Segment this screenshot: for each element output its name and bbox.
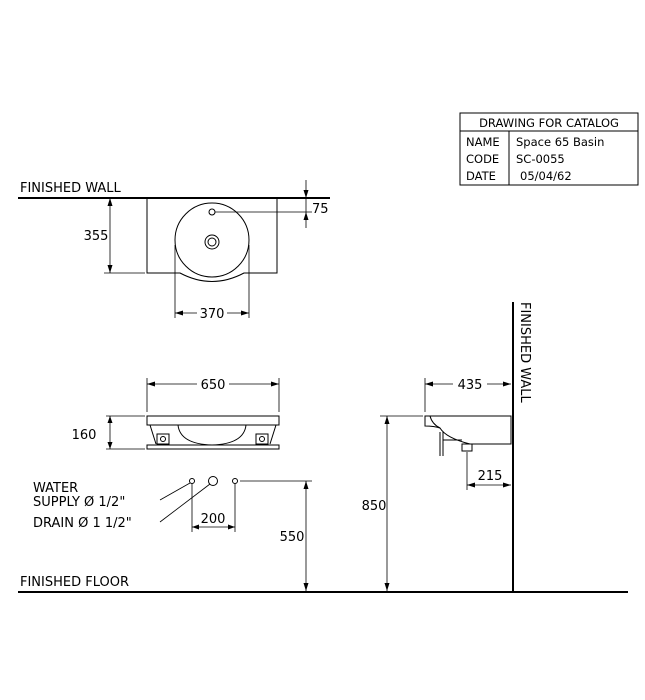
front-view-bowl (177, 424, 247, 446)
bracket-side-icon (461, 443, 473, 452)
side-view-basin (424, 415, 512, 445)
water-supply-left-icon (189, 478, 195, 484)
title-block-code-value: SC-0055 (516, 152, 565, 166)
tap-hole-icon (208, 208, 216, 216)
title-block-name-value: Space 65 Basin (516, 135, 604, 149)
water-supply-label-line2: SUPPLY Ø 1/2" (33, 495, 125, 510)
water-supply-right-icon (232, 478, 238, 484)
bracket-right-icon (255, 433, 269, 445)
side-view: FINISHED WALL 435 850 215 (362, 302, 532, 592)
front-view: 650 160 WATER SUPPLY Ø 1/2" DRAIN Ø 1 1/… (33, 378, 312, 591)
dimension-supply-spacing: 200 (201, 512, 226, 527)
dimension-supply-height: 550 (280, 530, 305, 545)
finished-wall-side-label: FINISHED WALL (517, 302, 532, 404)
title-block-date-value: 05/04/62 (520, 169, 572, 183)
title-block-date-label: DATE (466, 169, 496, 183)
dimension-basin-height: 850 (362, 499, 387, 514)
top-view: FINISHED WALL 355 75 370 (18, 180, 330, 322)
drain-outer-icon (204, 234, 220, 250)
dimension-bowl-width: 370 (200, 307, 225, 322)
water-supply-label-line1: WATER (33, 481, 78, 496)
title-block-code-label: CODE (466, 152, 499, 166)
dimension-front-height: 160 (72, 428, 97, 443)
dimension-side-depth: 435 (458, 378, 483, 393)
front-view-wall-plate (146, 444, 280, 450)
drain-hole-icon (208, 476, 218, 486)
floor: FINISHED FLOOR (18, 575, 628, 593)
drain-label: DRAIN Ø 1 1/2" (33, 516, 132, 531)
finished-floor-label: FINISHED FLOOR (20, 575, 129, 590)
front-view-basin-top (146, 415, 280, 426)
top-view-bowl (174, 202, 250, 278)
title-block-header: DRAWING FOR CATALOG (479, 116, 619, 130)
top-view-basin-outline (146, 198, 278, 282)
title-block: DRAWING FOR CATALOG NAME Space 65 Basin … (459, 112, 639, 186)
drain-inner-icon (207, 237, 217, 247)
title-block-name-label: NAME (466, 135, 500, 149)
dimension-tap-offset: 75 (312, 202, 329, 217)
dimension-drain-offset: 215 (478, 469, 503, 484)
bracket-left-icon (156, 433, 170, 445)
finished-wall-top-label: FINISHED WALL (20, 181, 122, 196)
dimension-front-width: 650 (201, 378, 226, 393)
dimension-top-depth: 355 (84, 229, 109, 244)
